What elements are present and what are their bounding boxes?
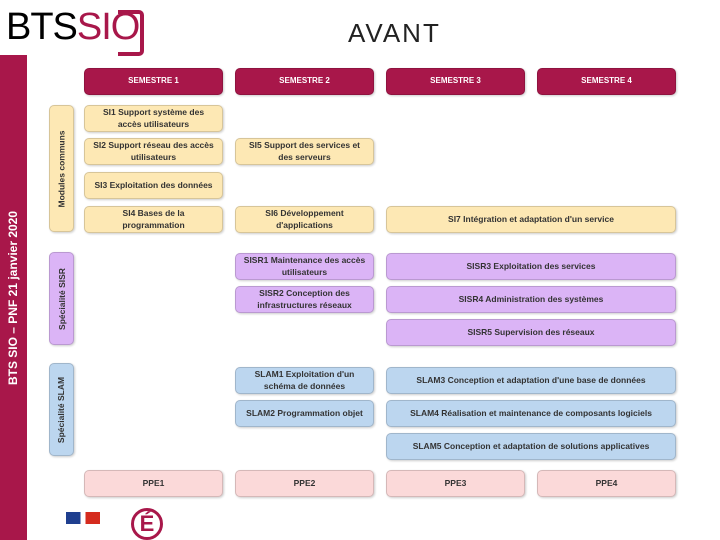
module-si5: SI5 Support des services et des serveurs [235, 138, 374, 165]
group-slam-label: Spécialité SLAM [56, 376, 67, 443]
module-si1: SI1 Support système des accès utilisateu… [84, 105, 223, 132]
module-sisr2: SISR2 Conception des infrastructures rés… [235, 286, 374, 313]
module-sisr4: SISR4 Administration des systèmes [386, 286, 676, 313]
module-slam4: SLAM4 Réalisation et maintenance de comp… [386, 400, 676, 427]
module-si2: SI2 Support réseau des accès utilisateur… [84, 138, 223, 165]
ppe-2: PPE2 [235, 470, 374, 497]
module-si6: SI6 Développement d'applications [235, 206, 374, 233]
module-slam1: SLAM1 Exploitation d'un schéma de donnée… [235, 367, 374, 394]
module-slam3: SLAM3 Conception et adaptation d'une bas… [386, 367, 676, 394]
ppe-1: PPE1 [84, 470, 223, 497]
semester-2-header: SEMESTRE 2 [235, 68, 374, 95]
sidebar-text: BTS SIO – PNF 21 janvier 2020 [6, 210, 21, 385]
semester-4-header: SEMESTRE 4 [537, 68, 676, 95]
group-slam: Spécialité SLAM [49, 363, 74, 456]
module-slam5: SLAM5 Conception et adaptation de soluti… [386, 433, 676, 460]
sidebar-band: BTS SIO – PNF 21 janvier 2020 [0, 55, 27, 540]
module-si7: SI7 Intégration et adaptation d'un servi… [386, 206, 676, 233]
page-title: AVANT [348, 18, 441, 48]
module-sisr5: SISR5 Supervision des réseaux [386, 319, 676, 346]
module-sisr1: SISR1 Maintenance des accès utilisateurs [235, 253, 374, 280]
logo-bracket [118, 10, 144, 56]
ppe-3: PPE3 [386, 470, 525, 497]
module-si3: SI3 Exploitation des données [84, 172, 223, 199]
group-common: Modules communs [49, 105, 74, 232]
ppe-4: PPE4 [537, 470, 676, 497]
module-sisr3: SISR3 Exploitation des services [386, 253, 676, 280]
logo-bts: BTS [6, 6, 78, 48]
module-si4: SI4 Bases de la programmation [84, 206, 223, 233]
logo-sio: SIO [76, 6, 140, 48]
semester-1-header: SEMESTRE 1 [84, 68, 223, 95]
republique-logo [66, 512, 100, 524]
logo: BTSSIO [6, 6, 140, 48]
group-common-label: Modules communs [56, 130, 67, 207]
module-slam2: SLAM2 Programmation objet [235, 400, 374, 427]
semester-3-header: SEMESTRE 3 [386, 68, 525, 95]
group-sisr: Spécialité SISR [49, 252, 74, 345]
group-sisr-label: Spécialité SISR [56, 267, 67, 330]
ministere-logo-e: É [131, 508, 163, 540]
